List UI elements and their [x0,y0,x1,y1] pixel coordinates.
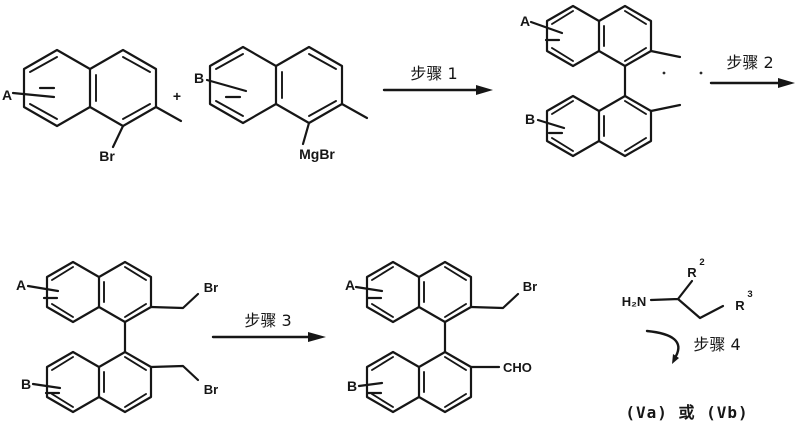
bromomethyl-bond-bottom [149,364,200,382]
arrow-head-icon [476,85,493,95]
arrow-head-icon [308,332,326,342]
curved-arrow-shaft [645,329,680,358]
substituent-a-label: A [2,87,12,103]
product-aldehyde-structure: A B Br CHO [345,260,537,414]
aromatic-double-bonds [215,53,337,117]
upper-naphthalene-skeleton [365,260,473,324]
upper-naphthalene-skeleton [45,260,153,324]
amine-structure: H₂N R 2 R 3 [622,257,753,320]
lower-aromatic-double-bonds [551,100,647,152]
substituent-b-bond [205,78,248,99]
upper-aromatic-double-bonds [51,266,147,318]
substituent-a-bond [354,285,384,300]
lower-aromatic-double-bonds [371,356,467,408]
substituent-b-bond [357,381,384,395]
product-dimethyl-structure: A B [520,4,703,158]
substituent-a-bond [529,20,564,42]
substituent-b-bond [536,118,566,135]
bromide-label-top: Br [204,280,218,295]
step3-label: 步骤 3 [244,311,291,330]
reactant1-structure: A Br [2,48,183,164]
substituent-a-label: A [16,277,26,293]
r2-label: R [687,265,697,280]
substituent-a-bond [11,86,56,99]
reactant2-structure: B MgBr [194,45,369,162]
intermediate-bis-bromomethyl-structure: A B Br Br [16,260,218,414]
substituent-b-label: B [21,376,31,392]
r3-superscript: 3 [747,289,752,300]
plus-sign: + [173,88,181,104]
naphthalene-skeleton [208,45,344,125]
r2-superscript: 2 [699,257,704,268]
grignard-label: MgBr [299,146,335,162]
grignard-bond [301,121,311,146]
arrow-head-icon [672,354,679,364]
substituent-b-label: B [347,378,357,394]
lower-naphthalene-skeleton [45,350,153,414]
bromomethyl-bond [469,292,520,310]
r3-label: R [735,298,745,313]
substituent-b-label: B [194,70,204,86]
aromatic-double-bonds [29,56,151,120]
scan-speck [662,71,666,75]
bromide-label: Br [523,279,537,294]
substituent-a-bond [26,284,60,300]
upper-aromatic-double-bonds [371,266,467,318]
scan-speck [699,71,703,75]
step3-arrow: 步骤 3 [211,311,326,342]
bromomethyl-bond-top [149,292,200,310]
methyl-bond [340,102,369,120]
products-note: (Va) 或 (Vb) [625,403,748,422]
substituent-a-label: A [345,277,355,293]
upper-naphthalene-skeleton [545,4,653,68]
step1-label: 步骤 1 [410,64,457,83]
step4-arrow: 步骤 4 [645,329,741,364]
lower-naphthalene-skeleton [365,350,473,414]
step2-label: 步骤 2 [726,53,773,72]
amine-bonds [649,279,725,320]
methyl-bond [154,105,183,123]
substituent-a-label: A [520,13,530,29]
lower-aromatic-double-bonds [51,356,147,408]
bromide-bond [111,124,125,149]
step1-arrow: 步骤 1 [382,64,493,95]
arrow-head-icon [778,78,795,88]
step2-arrow: 步骤 2 [709,53,795,88]
lower-naphthalene-skeleton [545,94,653,158]
bromide-label: Br [99,148,115,164]
amino-group-label: H₂N [622,294,647,309]
methyl-bonds [649,49,682,113]
step4-label: 步骤 4 [693,335,740,354]
substituent-b-bond [31,382,62,395]
aldehyde-label: CHO [503,360,532,375]
bromide-label-bottom: Br [204,382,218,397]
substituent-b-label: B [525,111,535,127]
upper-aromatic-double-bonds [551,10,647,62]
